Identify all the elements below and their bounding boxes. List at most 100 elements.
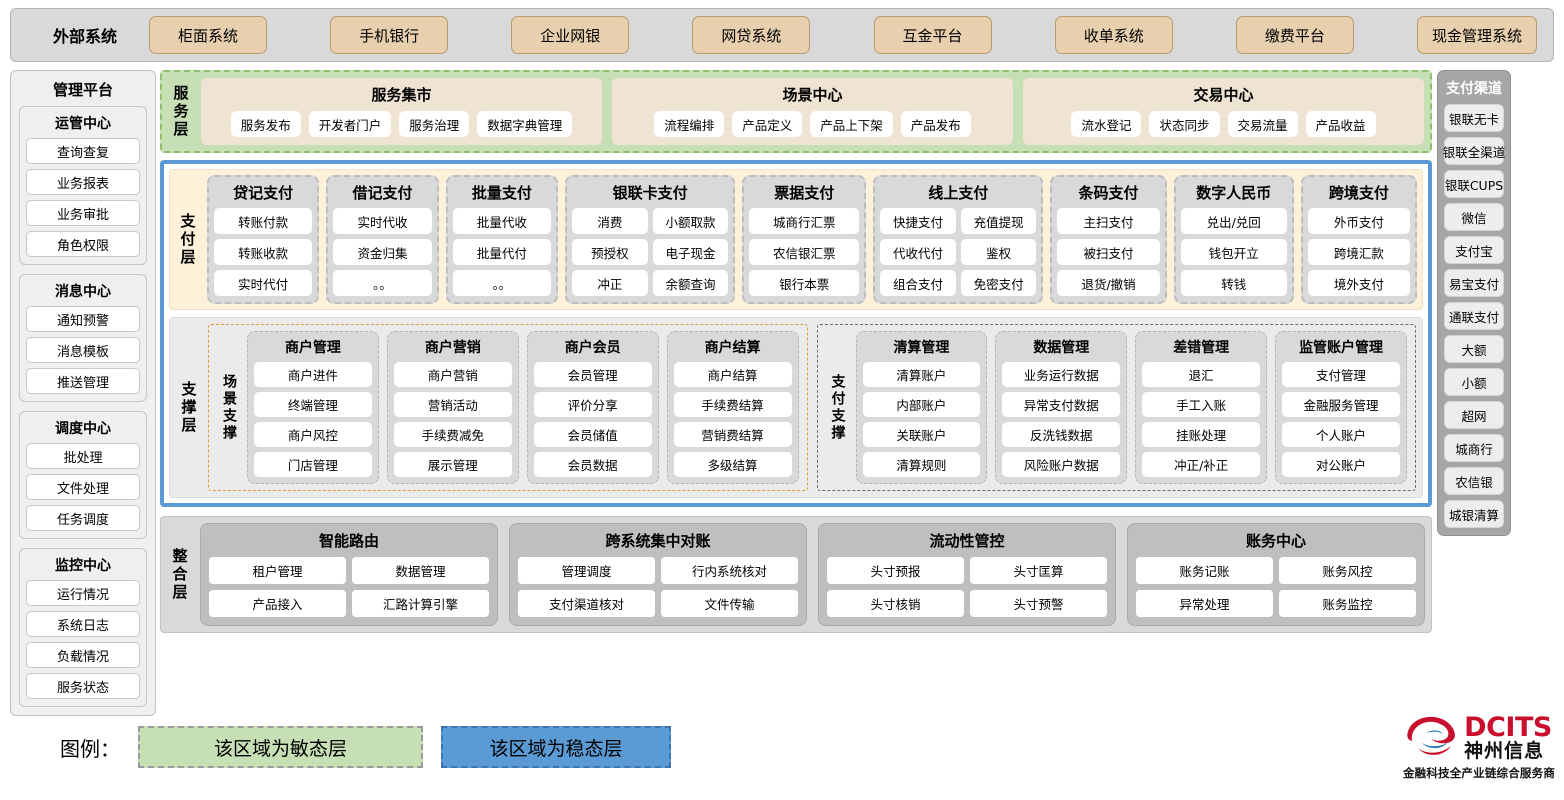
payment-channel-item[interactable]: 银联CUPS bbox=[1444, 170, 1504, 198]
service-item[interactable]: 服务发布 bbox=[230, 111, 301, 137]
payment-item[interactable]: 农信银汇票 bbox=[749, 239, 860, 265]
service-item[interactable]: 产品上下架 bbox=[810, 111, 893, 137]
sidebar-item[interactable]: 角色权限 bbox=[26, 231, 140, 257]
payment-item[interactable]: 转账收款 bbox=[214, 239, 313, 265]
support-item[interactable]: 终端管理 bbox=[254, 392, 372, 417]
support-item[interactable]: 内部账户 bbox=[862, 392, 981, 417]
external-system-chip[interactable]: 网贷系统 bbox=[692, 16, 811, 54]
payment-channel-item[interactable]: 超网 bbox=[1444, 401, 1504, 429]
support-item[interactable]: 业务运行数据 bbox=[1002, 362, 1121, 387]
payment-channel-item[interactable]: 小额 bbox=[1444, 368, 1504, 396]
support-item[interactable]: 个人账户 bbox=[1282, 422, 1400, 447]
support-item[interactable]: 商户风控 bbox=[254, 422, 372, 447]
integration-item[interactable]: 头寸预警 bbox=[970, 590, 1107, 617]
integration-item[interactable]: 头寸匡算 bbox=[970, 557, 1107, 584]
integration-item[interactable]: 支付渠道核对 bbox=[518, 590, 655, 617]
integration-item[interactable]: 汇路计算引擎 bbox=[352, 590, 489, 617]
support-item[interactable]: 手续费减免 bbox=[393, 422, 512, 447]
service-item[interactable]: 服务治理 bbox=[399, 111, 470, 137]
payment-item[interactable]: 冲正 bbox=[572, 270, 648, 296]
external-system-chip[interactable]: 柜面系统 bbox=[149, 16, 267, 54]
payment-item[interactable]: 转钱 bbox=[1180, 270, 1287, 296]
sidebar-item[interactable]: 推送管理 bbox=[26, 368, 140, 394]
external-system-chip[interactable]: 收单系统 bbox=[1054, 16, 1173, 54]
support-item[interactable]: 退汇 bbox=[1142, 362, 1261, 387]
payment-item[interactable]: 批量代收 bbox=[452, 208, 552, 234]
integration-item[interactable]: 账务风控 bbox=[1279, 557, 1416, 584]
support-item[interactable]: 评价分享 bbox=[533, 392, 652, 417]
sidebar-item[interactable]: 业务报表 bbox=[26, 169, 140, 195]
payment-channel-item[interactable]: 城商行 bbox=[1444, 434, 1504, 462]
payment-item[interactable]: 跨境汇款 bbox=[1307, 239, 1410, 265]
payment-channel-item[interactable]: 银联全渠道 bbox=[1443, 137, 1505, 165]
external-system-chip[interactable]: 手机银行 bbox=[330, 16, 449, 54]
payment-item[interactable]: 被扫支付 bbox=[1057, 239, 1160, 265]
support-item[interactable]: 手工入账 bbox=[1142, 392, 1261, 417]
integration-item[interactable]: 租户管理 bbox=[209, 557, 346, 584]
payment-item[interactable]: 钱包开立 bbox=[1180, 239, 1287, 265]
payment-item[interactable]: 充值提现 bbox=[960, 208, 1037, 234]
support-item[interactable]: 异常支付数据 bbox=[1002, 392, 1121, 417]
support-item[interactable]: 门店管理 bbox=[254, 452, 372, 477]
integration-item[interactable]: 异常处理 bbox=[1136, 590, 1273, 617]
payment-item[interactable]: 小额取款 bbox=[652, 208, 729, 234]
sidebar-item[interactable]: 业务审批 bbox=[26, 200, 140, 226]
support-item[interactable]: 会员储值 bbox=[533, 422, 652, 447]
payment-channel-item[interactable]: 大额 bbox=[1444, 335, 1504, 363]
integration-item[interactable]: 数据管理 bbox=[352, 557, 489, 584]
support-item[interactable]: 挂账处理 bbox=[1142, 422, 1261, 447]
sidebar-item[interactable]: 运行情况 bbox=[26, 580, 140, 606]
support-item[interactable]: 商户营销 bbox=[393, 362, 512, 387]
payment-item[interactable]: 批量代付 bbox=[452, 239, 552, 265]
integration-item[interactable]: 行内系统核对 bbox=[661, 557, 798, 584]
payment-item[interactable]: 主扫支付 bbox=[1057, 208, 1160, 234]
payment-channel-item[interactable]: 微信 bbox=[1444, 203, 1504, 231]
payment-item[interactable]: 。。 bbox=[452, 270, 552, 296]
payment-channel-item[interactable]: 农信银 bbox=[1444, 467, 1504, 495]
external-system-chip[interactable]: 互金平台 bbox=[873, 16, 992, 54]
payment-item[interactable]: 消费 bbox=[572, 208, 648, 234]
service-item[interactable]: 产品收益 bbox=[1305, 111, 1376, 137]
payment-channel-item[interactable]: 城银清算 bbox=[1444, 500, 1504, 528]
payment-channel-item[interactable]: 通联支付 bbox=[1444, 302, 1504, 330]
payment-item[interactable]: 免密支付 bbox=[960, 270, 1037, 296]
integration-item[interactable]: 管理调度 bbox=[518, 557, 655, 584]
sidebar-item[interactable]: 查询查复 bbox=[26, 138, 140, 164]
support-item[interactable]: 关联账户 bbox=[862, 422, 981, 447]
payment-item[interactable]: 余额查询 bbox=[652, 270, 729, 296]
payment-item[interactable]: 转账付款 bbox=[214, 208, 313, 234]
payment-item[interactable]: 城商行汇票 bbox=[749, 208, 860, 234]
payment-item[interactable]: 外币支付 bbox=[1307, 208, 1410, 234]
service-item[interactable]: 流水登记 bbox=[1071, 111, 1142, 137]
integration-item[interactable]: 产品接入 bbox=[209, 590, 346, 617]
support-item[interactable]: 对公账户 bbox=[1282, 452, 1400, 477]
support-item[interactable]: 冲正/补正 bbox=[1142, 452, 1261, 477]
support-item[interactable]: 营销活动 bbox=[393, 392, 512, 417]
service-item[interactable]: 状态同步 bbox=[1149, 111, 1220, 137]
integration-item[interactable]: 文件传输 bbox=[661, 590, 798, 617]
support-item[interactable]: 商户结算 bbox=[673, 362, 792, 387]
payment-channel-item[interactable]: 支付宝 bbox=[1444, 236, 1504, 264]
external-system-chip[interactable]: 现金管理系统 bbox=[1416, 16, 1537, 54]
support-item[interactable]: 展示管理 bbox=[393, 452, 512, 477]
integration-item[interactable]: 账务记账 bbox=[1136, 557, 1273, 584]
payment-item[interactable]: 退货/撤销 bbox=[1057, 270, 1160, 296]
support-item[interactable]: 支付管理 bbox=[1282, 362, 1400, 387]
payment-channel-item[interactable]: 银联无卡 bbox=[1444, 104, 1504, 132]
support-item[interactable]: 手续费结算 bbox=[673, 392, 792, 417]
support-item[interactable]: 反洗钱数据 bbox=[1002, 422, 1121, 447]
integration-item[interactable]: 账务监控 bbox=[1279, 590, 1416, 617]
payment-item[interactable]: 组合支付 bbox=[880, 270, 956, 296]
support-item[interactable]: 会员管理 bbox=[533, 362, 652, 387]
sidebar-item[interactable]: 负载情况 bbox=[26, 642, 140, 668]
sidebar-item[interactable]: 消息模板 bbox=[26, 337, 140, 363]
payment-item[interactable]: 境外支付 bbox=[1307, 270, 1410, 296]
service-item[interactable]: 流程编排 bbox=[654, 111, 725, 137]
service-item[interactable]: 产品发布 bbox=[900, 111, 971, 137]
support-item[interactable]: 风险账户数据 bbox=[1002, 452, 1121, 477]
sidebar-item[interactable]: 批处理 bbox=[26, 443, 140, 469]
support-item[interactable]: 清算账户 bbox=[862, 362, 981, 387]
external-system-chip[interactable]: 缴费平台 bbox=[1235, 16, 1354, 54]
payment-item[interactable]: 实时代付 bbox=[214, 270, 313, 296]
payment-channel-item[interactable]: 易宝支付 bbox=[1444, 269, 1504, 297]
